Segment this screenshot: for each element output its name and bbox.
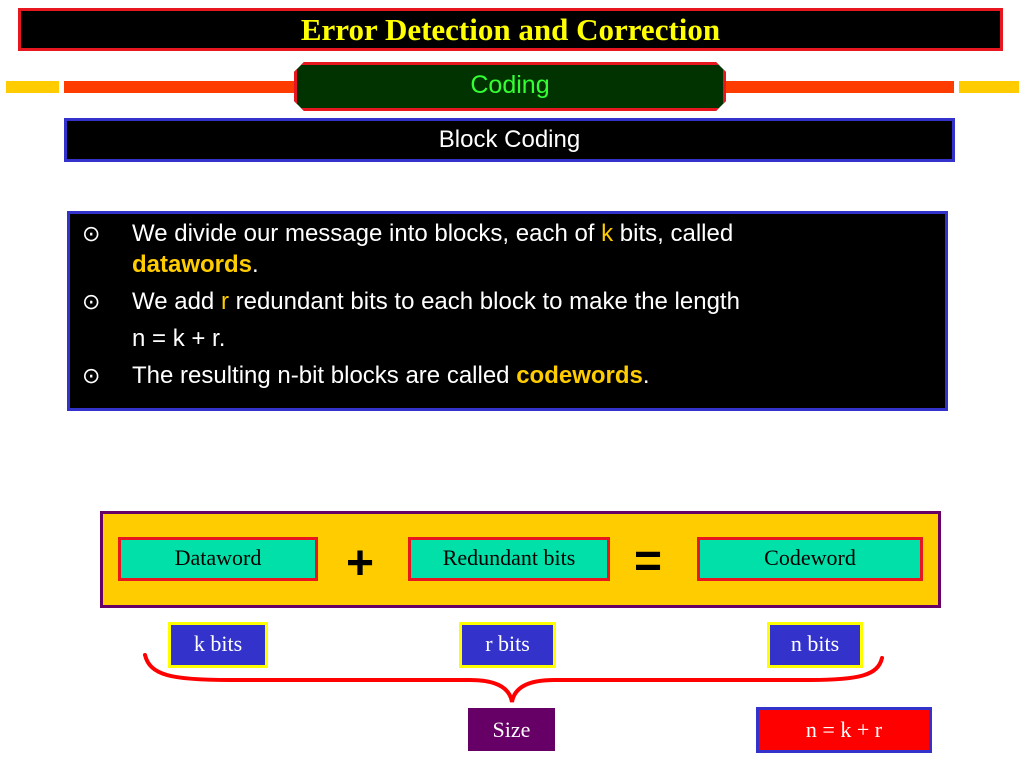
bullet-marker-icon: ⊙ (82, 363, 101, 388)
bullet-marker-icon: ⊙ (82, 221, 101, 246)
bullet-list: ⊙ We divide our message into blocks, eac… (67, 211, 948, 411)
bullet-item-2-formula: n = k + r. (132, 325, 226, 352)
term-r: r (220, 288, 229, 315)
length-formula: n = k + r (756, 707, 932, 753)
bullet-item-3: ⊙ The resulting n-bit blocks are called … (82, 362, 650, 389)
bullet-item-2: ⊙ We add r redundant bits to each block … (82, 288, 740, 315)
k-bits-box: k bits (168, 622, 268, 668)
term-datawords: datawords (132, 251, 253, 278)
stripe-yellow-left (6, 81, 59, 93)
n-bits-box: n bits (767, 622, 863, 668)
equals-sign: = (633, 535, 663, 588)
bullet-item-1: ⊙ We divide our message into blocks, eac… (82, 220, 734, 278)
codeword-box: Codeword (697, 537, 923, 581)
subtitle-coding: Coding (294, 62, 726, 111)
r-bits-box: r bits (459, 622, 556, 668)
stripe-orange-right (724, 81, 954, 93)
dataword-box: Dataword (118, 537, 318, 581)
bullet-marker-icon: ⊙ (82, 289, 101, 314)
redundant-bits-box: Redundant bits (408, 537, 610, 581)
size-label: Size (468, 708, 555, 751)
section-header: Block Coding (64, 118, 955, 162)
slide-title: Error Detection and Correction (18, 8, 1003, 51)
term-k: k (601, 220, 614, 247)
stripe-orange-left (64, 81, 296, 93)
stripe-yellow-right (959, 81, 1019, 93)
plus-sign: + (345, 537, 375, 590)
term-codewords: codewords (516, 362, 643, 389)
